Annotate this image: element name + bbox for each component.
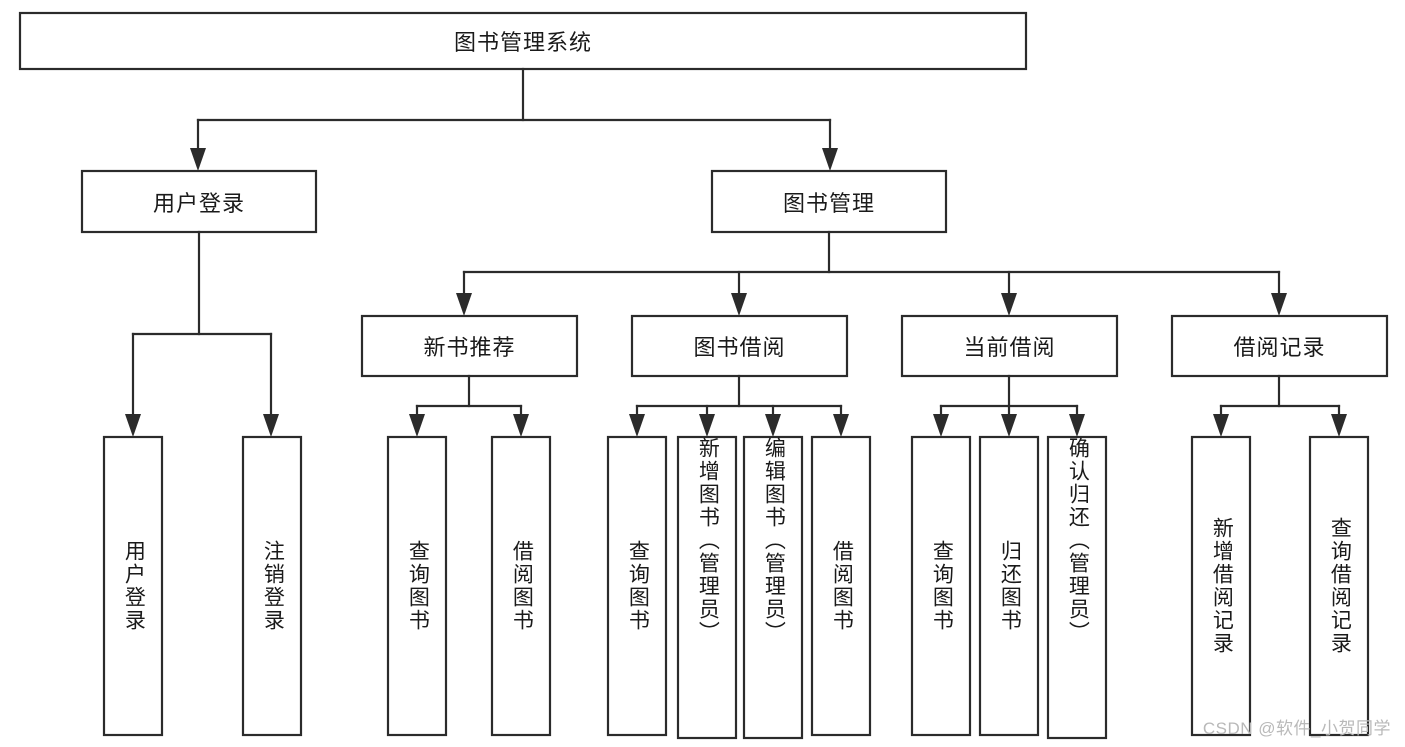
arrow-leaf-add-book [699, 414, 715, 437]
arrow-leaf-borrow-book-2 [833, 414, 849, 437]
node-root-book-management-system[interactable] [18, 11, 1028, 71]
node-new-book-recommend[interactable] [360, 314, 579, 378]
node-leaf-query-book-1[interactable] [386, 435, 448, 737]
csdn-watermark: CSDN @软件_小贺同学 [1202, 719, 1391, 738]
arrow-leaf-query-book-2 [629, 414, 645, 437]
arrow-leaf-return-book [1001, 414, 1017, 437]
arrow-book-management [822, 148, 838, 171]
node-user-login[interactable] [80, 169, 318, 234]
arrow-leaf-add-record [1213, 414, 1229, 437]
node-current-borrow[interactable] [900, 314, 1119, 378]
node-leaf-return-book[interactable] [978, 435, 1040, 737]
node-leaf-confirm-return[interactable] [1046, 435, 1108, 740]
arrow-current-borrow [1001, 293, 1017, 316]
node-borrow-record[interactable] [1170, 314, 1389, 378]
arrow-new-book-recommend [456, 293, 472, 316]
node-leaf-borrow-book-1[interactable] [490, 435, 552, 737]
arrow-book-borrow [731, 293, 747, 316]
node-leaf-query-book-2[interactable] [606, 435, 668, 737]
node-leaf-add-record[interactable] [1190, 435, 1252, 737]
arrow-leaf-confirm-return [1069, 414, 1085, 437]
arrow-leaf-user-login [125, 414, 141, 437]
node-leaf-edit-book[interactable] [742, 435, 804, 740]
arrow-leaf-borrow-book-1 [513, 414, 529, 437]
node-leaf-query-record[interactable] [1308, 435, 1370, 737]
node-leaf-logout-login[interactable] [241, 435, 303, 737]
arrow-leaf-query-record [1331, 414, 1347, 437]
node-leaf-borrow-book-2[interactable] [810, 435, 872, 737]
arrow-leaf-query-book-1 [409, 414, 425, 437]
node-leaf-add-book[interactable] [676, 435, 738, 740]
node-leaf-user-login[interactable] [102, 435, 164, 737]
arrow-borrow-record [1271, 293, 1287, 316]
node-book-borrow[interactable] [630, 314, 849, 378]
node-book-management[interactable] [710, 169, 948, 234]
node-leaf-query-book-3[interactable] [910, 435, 972, 737]
arrow-leaf-query-book-3 [933, 414, 949, 437]
arrow-user-login [190, 148, 206, 171]
arrow-leaf-edit-book [765, 414, 781, 437]
arrow-leaf-logout-login [263, 414, 279, 437]
